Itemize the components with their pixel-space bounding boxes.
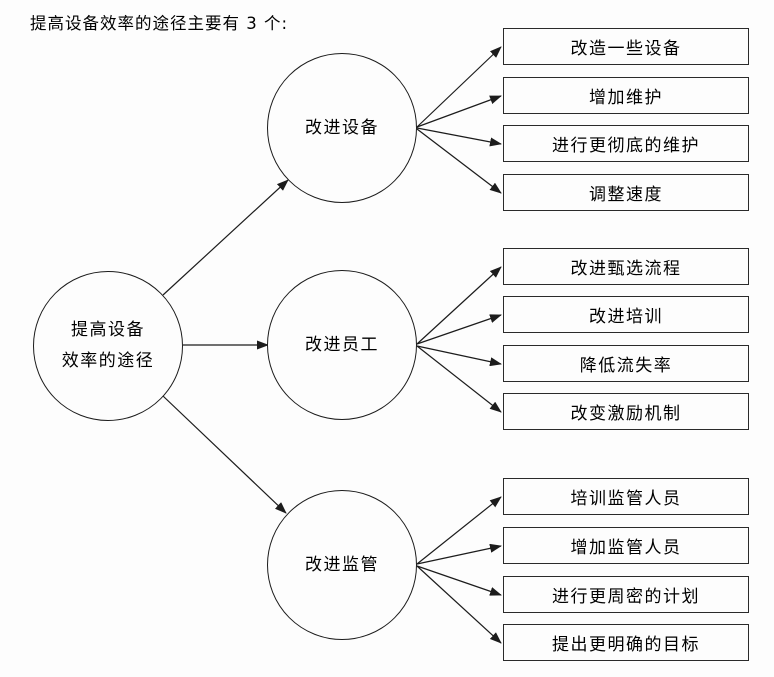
branch-node-equipment-label: 改进设备 [305,117,379,138]
arrow-staff-item-1 [416,266,502,345]
branch-node-equipment: 改进设备 [267,53,417,203]
branch-node-supervision-label: 改进监管 [305,554,379,575]
root-node-label-line2: 效率的途径 [61,351,155,371]
item-box-supervision-2: 增加监管人员 [503,527,749,564]
item-box-staff-3: 降低流失率 [503,345,749,382]
arrow-staff-item-4 [416,345,502,413]
item-box-supervision-3: 进行更周密的计划 [503,576,749,613]
diagram-title: 提高设备效率的途径主要有 3 个: [30,14,289,33]
arrow-supervision-item-3 [416,565,502,596]
arrow-supervision-item-4 [416,565,502,644]
arrow-equipment-item-2 [416,95,502,128]
item-box-staff-2: 改进培训 [503,296,749,333]
branch-node-staff: 改进员工 [267,270,417,420]
arrow-root-to-equipment [162,179,289,296]
item-box-equipment-3: 进行更彻底的维护 [503,125,749,162]
root-node-label-line1: 提高设备 [71,320,145,340]
branch-node-supervision: 改进监管 [267,490,417,640]
item-box-equipment-2: 增加维护 [503,77,749,114]
arrow-equipment-item-4 [416,128,502,194]
branch-node-staff-label: 改进员工 [305,334,379,355]
arrow-supervision-item-2 [416,543,502,565]
item-box-equipment-1: 改造一些设备 [503,28,749,65]
arrow-equipment-item-1 [416,46,502,128]
item-box-equipment-4: 调整速度 [503,174,749,211]
arrow-supervision-item-1 [416,496,502,565]
arrow-root-to-supervision [162,395,287,514]
item-box-supervision-1: 培训监管人员 [503,478,749,515]
root-node: 提高设备 效率的途径 [33,271,183,421]
item-box-staff-4: 改变激励机制 [503,393,749,430]
item-box-supervision-4: 提出更明确的目标 [503,624,749,661]
arrow-staff-item-2 [416,314,502,345]
arrow-equipment-item-3 [416,127,502,147]
arrow-staff-item-3 [416,345,502,367]
item-box-staff-1: 改进甄选流程 [503,248,749,285]
